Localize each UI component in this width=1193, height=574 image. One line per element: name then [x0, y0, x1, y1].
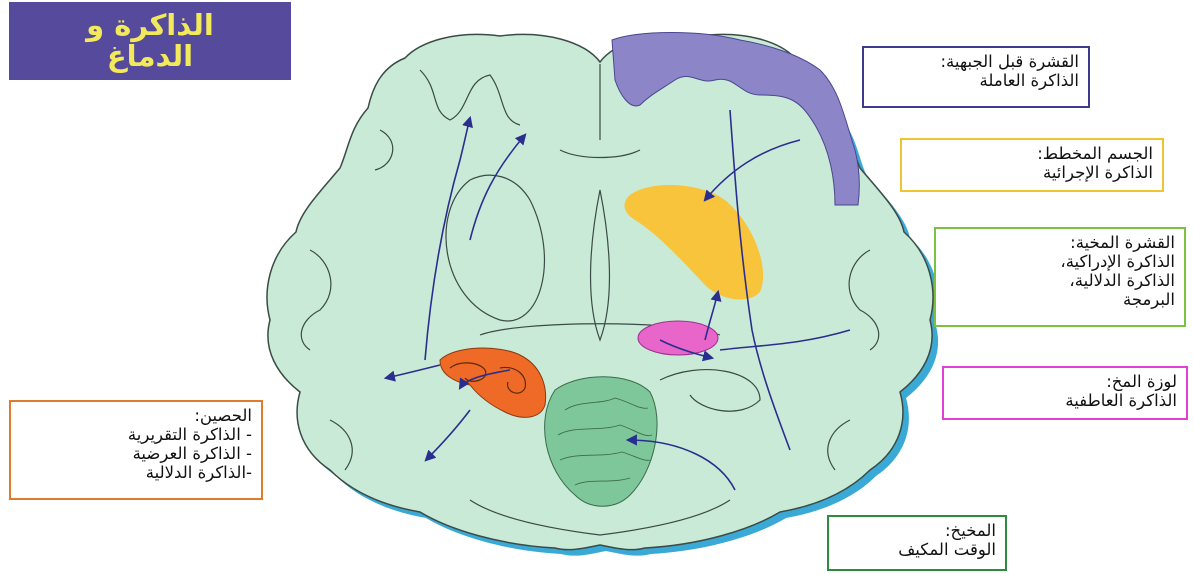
neocortex-line-2: الذاكرة الدلالية،: [945, 271, 1175, 290]
hippocampus-heading: الحصين:: [20, 406, 252, 425]
neocortex-heading: القشرة المخية:: [945, 233, 1175, 252]
label-amygdala: لوزة المخ: الذاكرة العاطفية: [942, 366, 1188, 420]
hippocampus-line-3: -الذاكرة الدلالية: [20, 463, 252, 482]
prefrontal-line-1: الذاكرة العاملة: [873, 71, 1079, 90]
hippocampus-line-2: - الذاكرة العرضية: [20, 444, 252, 463]
label-prefrontal-cortex: القشرة قبل الجبهية: الذاكرة العاملة: [862, 46, 1090, 108]
label-cerebellum: المخيخ: الوقت المكيف: [827, 515, 1007, 571]
neocortex-line-3: البرمجة: [945, 290, 1175, 309]
label-neocortex: القشرة المخية: الذاكرة الإدراكية، الذاكر…: [934, 227, 1186, 327]
striatum-line-1: الذاكرة الإجرائية: [911, 163, 1153, 182]
striatum-heading: الجسم المخطط:: [911, 144, 1153, 163]
amygdala-line-1: الذاكرة العاطفية: [953, 391, 1177, 410]
neocortex-line-1: الذاكرة الإدراكية،: [945, 252, 1175, 271]
label-hippocampus: الحصين: - الذاكرة التقريرية - الذاكرة ال…: [9, 400, 263, 500]
label-striatum: الجسم المخطط: الذاكرة الإجرائية: [900, 138, 1164, 192]
cerebellum-heading: المخيخ:: [838, 521, 996, 540]
amygdala-heading: لوزة المخ:: [953, 372, 1177, 391]
hippocampus-line-1: - الذاكرة التقريرية: [20, 425, 252, 444]
prefrontal-heading: القشرة قبل الجبهية:: [873, 52, 1079, 71]
cerebellum-line-1: الوقت المكيف: [838, 540, 996, 559]
